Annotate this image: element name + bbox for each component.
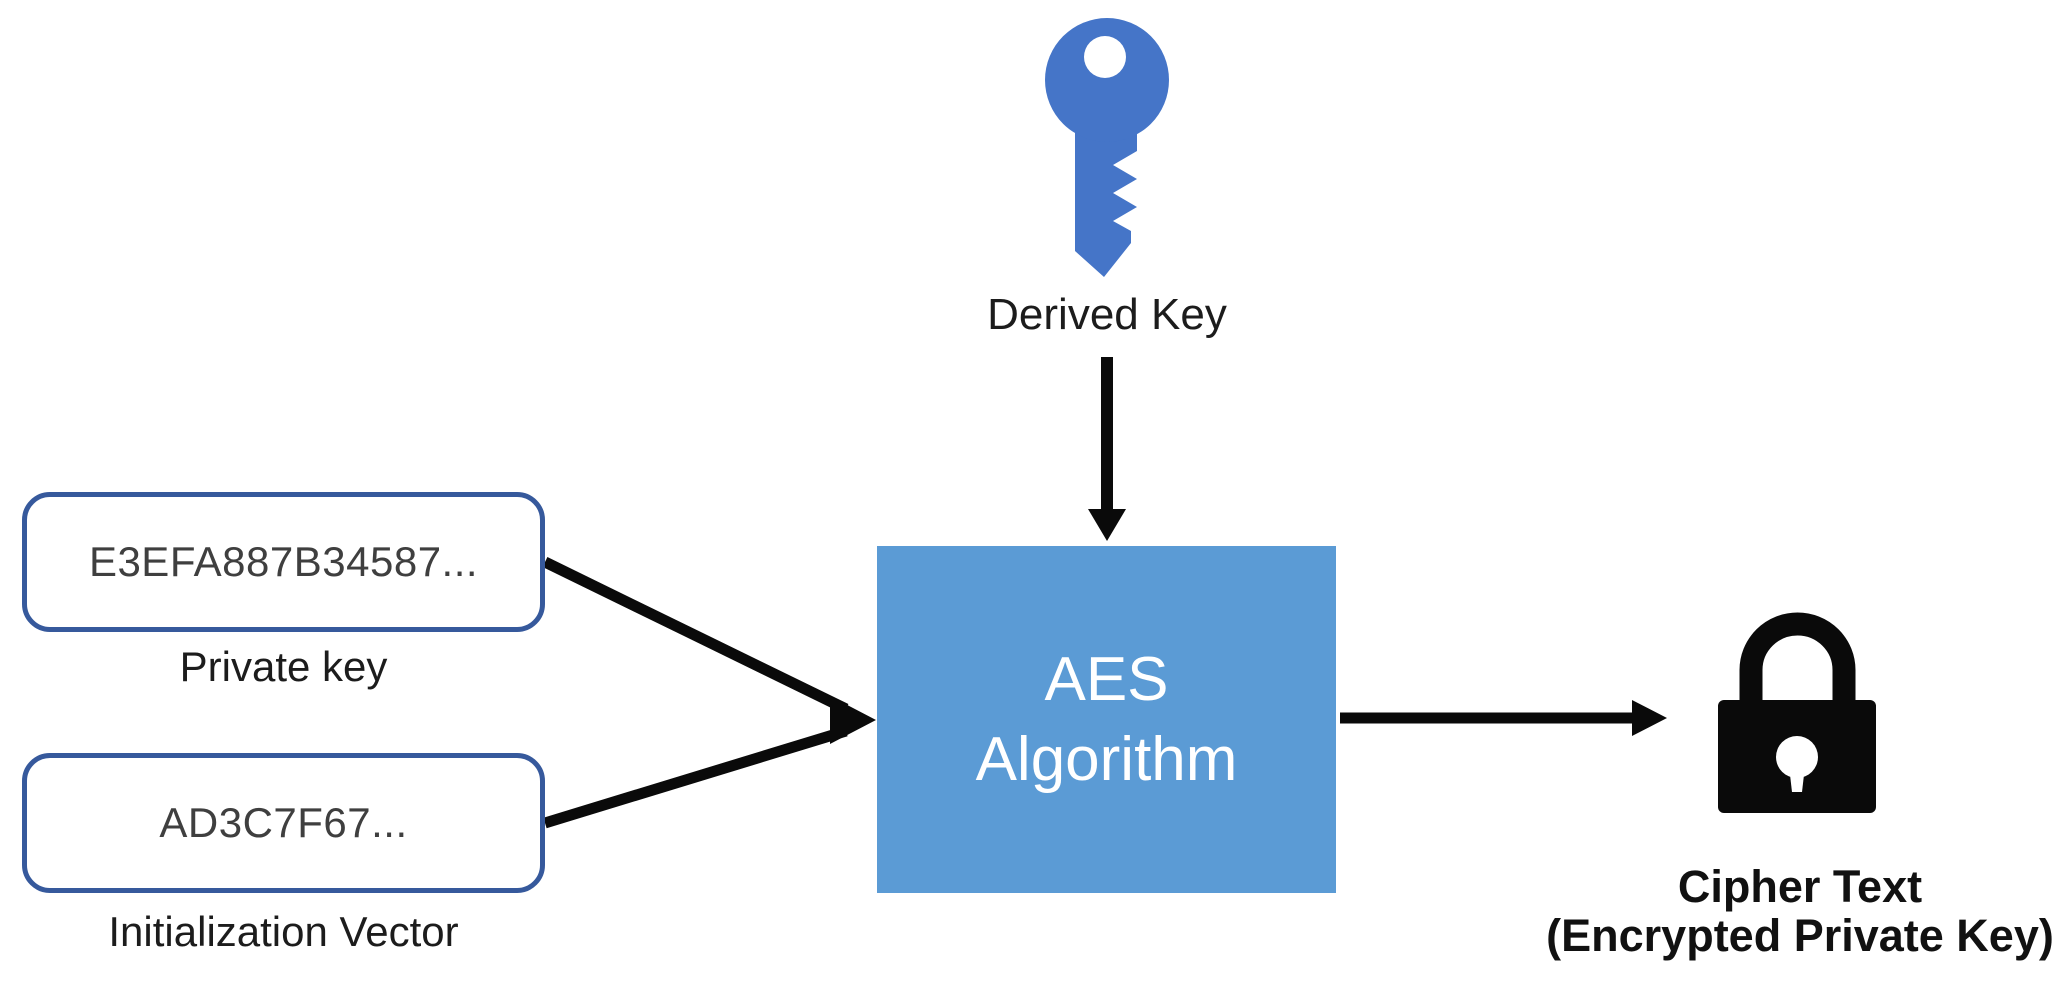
derived-key-label: Derived Key <box>987 290 1227 339</box>
aes-algorithm-box: AES Algorithm <box>877 546 1336 893</box>
arrow-derived-key-to-aes <box>1088 357 1126 541</box>
initialization-vector-box: AD3C7F67... <box>22 753 545 893</box>
initialization-vector-value: AD3C7F67... <box>159 799 408 846</box>
cipher-text-label: Cipher Text (Encrypted Private Key) <box>1530 862 2055 960</box>
aes-box-line2: Algorithm <box>975 724 1238 794</box>
initialization-vector-label: Initialization Vector <box>108 908 459 955</box>
private-key-box: E3EFA887B34587... <box>22 492 545 632</box>
lock-icon <box>1718 612 1876 813</box>
aes-box-line1: AES <box>1044 644 1169 714</box>
cipher-text-line2: (Encrypted Private Key) <box>1546 910 2054 961</box>
private-key-label: Private key <box>179 643 388 690</box>
cipher-text-line1: Cipher Text <box>1677 861 1923 912</box>
key-icon <box>1045 18 1169 277</box>
private-key-value: E3EFA887B34587... <box>88 538 479 585</box>
arrow-iv-to-aes <box>543 696 876 829</box>
arrow-aes-to-cipher <box>1340 700 1667 736</box>
arrow-private-key-to-aes <box>542 557 849 714</box>
